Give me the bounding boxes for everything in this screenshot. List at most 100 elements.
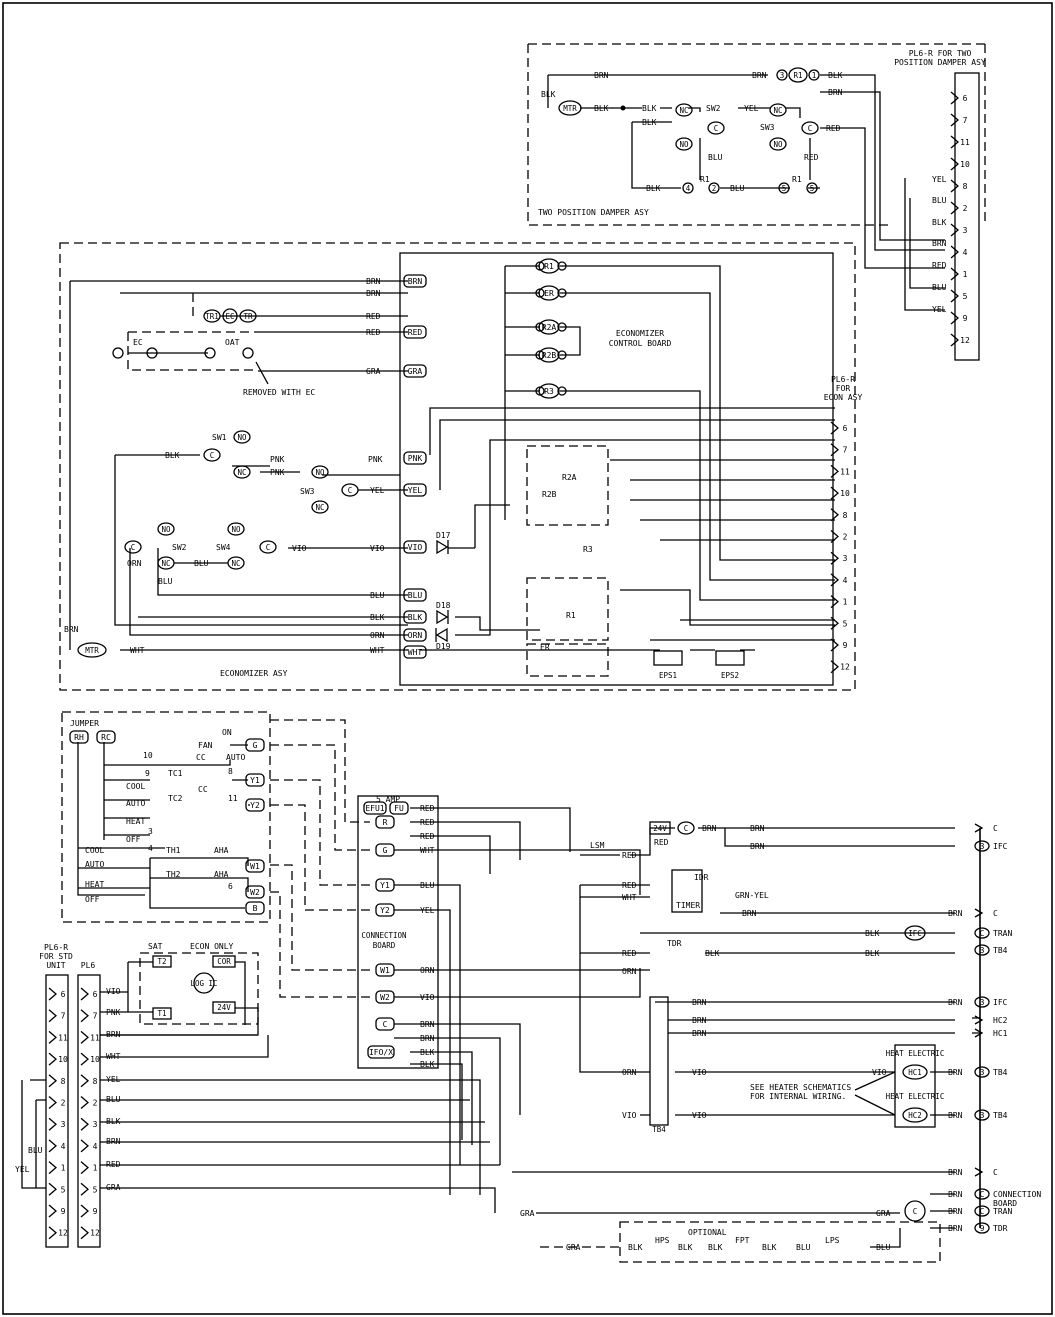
econ-terminal-orn-label: ORN	[408, 631, 423, 640]
sat-24v-label: 24V	[217, 1003, 231, 1012]
damper-r1-pin5a	[778, 182, 790, 194]
damper-r1-pin5b	[806, 182, 818, 194]
ew-wht-2: WHT	[370, 646, 385, 655]
ts-num-11: 11	[228, 794, 238, 803]
damper-plug-pin-2: 2	[963, 204, 968, 213]
connection-board-wires	[394, 807, 641, 1195]
optional-label: OPTIONAL	[688, 1228, 727, 1237]
std-right-chevron	[80, 1009, 89, 1023]
ow-blk-4: BLK	[762, 1243, 777, 1252]
24v-label: 24V	[653, 824, 667, 833]
rw-vio-4: VIO	[872, 1068, 887, 1077]
damper-r1-pin1	[808, 69, 820, 81]
right-wires	[512, 827, 955, 1248]
sw3-c-label: C	[808, 124, 813, 133]
std-right-pin-2: 2	[93, 1099, 98, 1108]
c-terminal-label: C	[684, 824, 689, 833]
ifc-coil-label: IFC	[908, 929, 922, 938]
ew-red-1: RED	[366, 312, 381, 321]
econ-plug-pin-8: 8	[843, 511, 848, 520]
std-right-chevron	[80, 1161, 89, 1175]
dw-blk-6: BLK	[828, 71, 843, 80]
sw-blk: BLK	[106, 1117, 121, 1126]
ts-fan: FAN	[198, 741, 213, 750]
sw3-no	[311, 465, 329, 479]
tstat-terminal-g-label: G	[253, 741, 258, 750]
sw-wht: WHT	[106, 1052, 121, 1061]
econ-terminal-wht-label: WHT	[408, 648, 423, 657]
economizer-title: ECONOMIZER ASY	[220, 669, 288, 678]
damper-plug-pin-12: 12	[960, 336, 970, 345]
econ-dashed-wires	[127, 293, 258, 371]
rw-brn-8: BRN	[692, 1029, 707, 1038]
right-terminal	[974, 1222, 990, 1234]
right-terminal-pin: 3	[980, 998, 985, 1007]
sat-t1	[152, 1007, 172, 1020]
tb4-block	[649, 996, 669, 1126]
conn-terminal-ifo-x-label: IFO/X	[369, 1048, 393, 1057]
ts-th1: TH1	[166, 846, 181, 855]
rw-red-3: RED	[622, 851, 637, 860]
std-right-pin-7: 7	[93, 1012, 98, 1021]
damper-plug-pin-1: 1	[963, 270, 968, 279]
econ-motor-label: MTR	[85, 646, 99, 655]
conn-terminal-g-label: G	[383, 846, 388, 855]
ew-wht-1: WHT	[130, 646, 145, 655]
damper-plug-chevron	[950, 333, 959, 347]
sw1-label: SW1	[212, 433, 227, 442]
damper-plug-chevron	[950, 135, 959, 149]
std-right-chevron	[80, 1117, 89, 1131]
sw4-no-label: NO	[231, 525, 241, 534]
rw-brn-7: BRN	[692, 1016, 707, 1025]
econ-plug-pin-3: 3	[843, 554, 848, 563]
sw2-label: SW2	[172, 543, 187, 552]
std-right-chevron	[80, 1096, 89, 1109]
rw-vio-3: VIO	[622, 1111, 637, 1120]
std-right-pin-10: 10	[90, 1055, 100, 1064]
sw2-c-contact	[707, 121, 725, 135]
dw-blk-4: BLK	[642, 118, 657, 127]
dw-brn-2: BRN	[752, 71, 767, 80]
ec-pin3	[112, 347, 124, 359]
right-terminal-arrow	[974, 823, 984, 833]
ts-num-3: 3	[148, 827, 153, 836]
five-amp-label: 5 AMP	[376, 795, 400, 804]
damper-r1-pin4-label: 4	[686, 184, 691, 193]
sw2-c-label: C	[131, 543, 136, 552]
rw-blk-3: BLK	[705, 949, 720, 958]
damper-plug-chevron	[950, 201, 959, 215]
hc1-element	[902, 1064, 928, 1080]
ew-blu-3: BLU	[370, 591, 385, 600]
sw1-nc-label: NC	[237, 468, 246, 477]
right-terminal-pin: C	[980, 1207, 985, 1216]
rw-brn-6: BRN	[692, 998, 707, 1007]
ew-pnk-1: PNK	[270, 455, 285, 464]
sw2-nc-contact	[675, 103, 693, 117]
sw3-nc-label: NC	[773, 106, 782, 115]
d19-diode	[435, 627, 448, 643]
dw-blk-5: BLK	[646, 184, 661, 193]
damper-r1-coil	[788, 67, 808, 83]
std-left-pin-7: 7	[61, 1012, 66, 1021]
ew-brn-motor: BRN	[64, 625, 79, 634]
conn-terminal-w2-label: W2	[380, 993, 390, 1002]
tr-label: TR	[243, 312, 253, 321]
std-right-chevron	[80, 1226, 89, 1240]
dpw-red: RED	[932, 261, 947, 270]
ts-left-off: OFF	[85, 895, 100, 904]
heat-electric-box	[894, 1044, 936, 1128]
std-right-chevron	[80, 1182, 89, 1196]
damper-r1-coil-label: R1	[793, 71, 802, 80]
er-contact-label: ER	[540, 643, 550, 652]
sw3-label: SW3	[300, 487, 315, 496]
econ-only-label: ECON ONLY	[190, 942, 234, 951]
cw-orn: ORN	[420, 966, 435, 975]
econ-plug-pin-10: 10	[840, 489, 850, 498]
std-right-pin-6: 6	[93, 990, 98, 999]
ow-blu-1: BLU	[796, 1243, 811, 1252]
